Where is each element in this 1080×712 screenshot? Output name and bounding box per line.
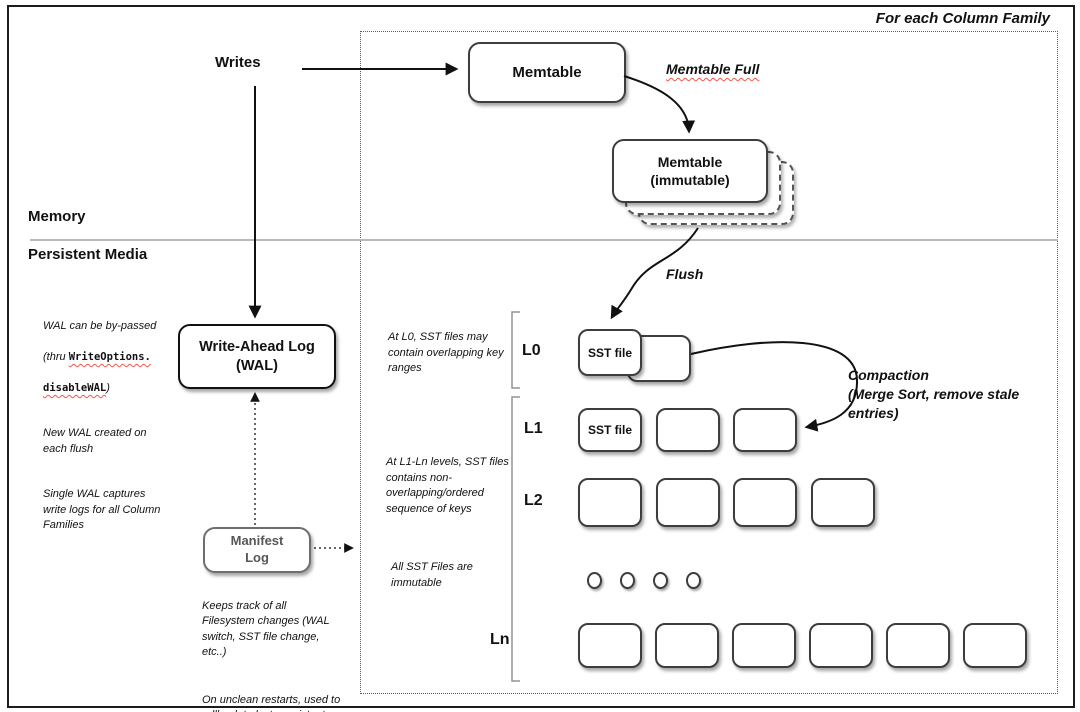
wal-notes: WAL can be by-passed (thru WriteOptions.… bbox=[43, 303, 183, 564]
sst-file-box bbox=[578, 623, 642, 668]
immutable-note: All SST Files are immutable bbox=[391, 561, 473, 589]
sst-file-box bbox=[963, 623, 1027, 668]
wal-bypass-note: WAL can be by-passed (thru WriteOptions.… bbox=[43, 319, 157, 395]
level-row-l0: SST file bbox=[578, 329, 693, 383]
sst-file-box bbox=[809, 623, 873, 668]
wal-new-note: New WAL created on each flush bbox=[43, 427, 147, 455]
sst-file-box bbox=[733, 408, 797, 452]
level-label-l1: L1 bbox=[524, 420, 543, 437]
write-ahead-log-node: Write-Ahead Log (WAL) bbox=[178, 324, 336, 389]
sst-file-box bbox=[578, 478, 642, 527]
sst-file-box: SST file bbox=[578, 408, 642, 452]
manifest-notes: Keeps track of all Filesystem changes (W… bbox=[202, 583, 352, 712]
level-label-l0: L0 bbox=[522, 342, 541, 359]
memory-region-label: Memory bbox=[28, 208, 86, 225]
level-row-l1: SST file bbox=[578, 408, 797, 452]
ellipsis-dot bbox=[686, 572, 701, 589]
outer-border bbox=[7, 5, 1075, 708]
sst-file-box bbox=[655, 478, 720, 527]
l1-ln-note: At L1-Ln levels, SST files contains non-… bbox=[386, 456, 509, 515]
level-label-l2: L2 bbox=[524, 492, 543, 509]
sst-file-box bbox=[732, 623, 796, 668]
persistent-media-region-label: Persistent Media bbox=[28, 246, 148, 263]
sst-file-box bbox=[655, 408, 720, 452]
ellipsis-dot bbox=[587, 572, 602, 589]
sst-file-box: SST file bbox=[578, 329, 642, 376]
writes-label: Writes bbox=[215, 54, 261, 71]
level-row-l2 bbox=[578, 478, 875, 527]
sst-file-box bbox=[810, 478, 875, 527]
ellipsis-dot bbox=[620, 572, 635, 589]
sst-file-box bbox=[733, 478, 797, 527]
immutable-memtable-node: Memtable (immutable) bbox=[612, 139, 768, 203]
manifest-keeps-note: Keeps track of all Filesystem changes (W… bbox=[202, 599, 330, 659]
manifest-log-node: Manifest Log bbox=[203, 527, 311, 573]
level-row-ln bbox=[578, 623, 1027, 668]
memtable-full-label: Memtable Full bbox=[666, 61, 760, 77]
sst-file-box bbox=[886, 623, 950, 668]
column-family-title: For each Column Family bbox=[875, 10, 1050, 27]
column-family-dashed-box bbox=[360, 31, 1058, 694]
l0-note: At L0, SST files may contain overlapping… bbox=[388, 331, 504, 375]
compaction-label: Compaction (Merge Sort, remove stale ent… bbox=[848, 367, 1020, 421]
ellipsis-dot bbox=[653, 572, 668, 589]
manifest-rollback-note: On unclean restarts, used to rollback to… bbox=[202, 693, 341, 712]
disablewal-code: disableWAL bbox=[43, 382, 107, 395]
sst-file-box bbox=[655, 623, 719, 668]
level-label-ln: Ln bbox=[490, 631, 510, 648]
wal-single-note: Single WAL captures write logs for all C… bbox=[43, 488, 161, 532]
memtable-node: Memtable bbox=[468, 42, 626, 103]
level-ellipsis-dots bbox=[587, 572, 701, 589]
writeoptions-code: WriteOptions. bbox=[68, 350, 151, 363]
flush-label: Flush bbox=[666, 266, 704, 282]
